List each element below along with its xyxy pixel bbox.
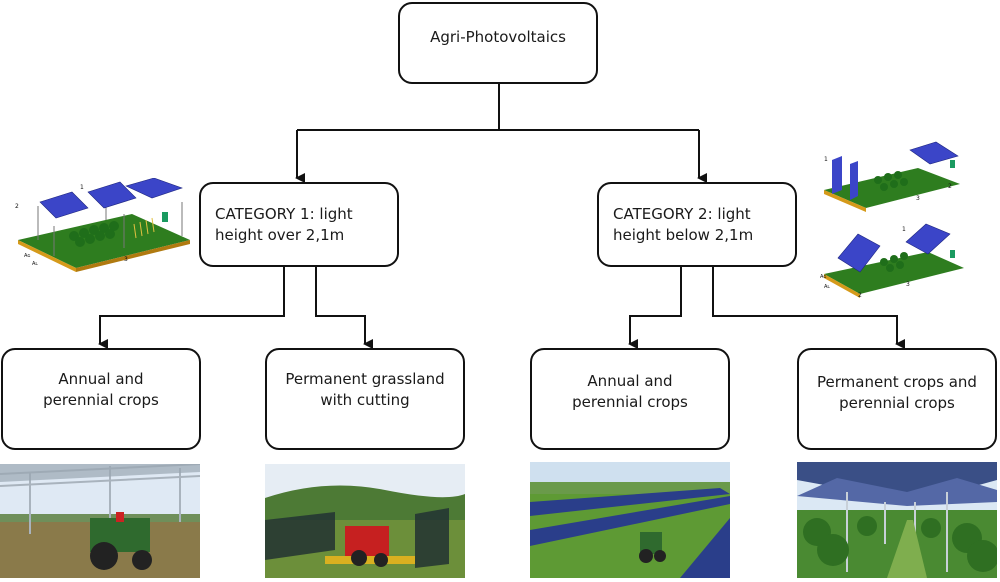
photo-tractor-low-rows: [530, 462, 730, 578]
category-2-render-vertical: 1 2 3: [824, 141, 960, 212]
render-1-label-al: Aʟ: [32, 261, 38, 267]
arrow-to-leaf-3: [628, 266, 682, 349]
render-2-label-one: 1: [824, 156, 828, 163]
leaf-2-node: Permanent grassland with cutting: [265, 348, 465, 450]
render-3-label-al: Aʟ: [824, 284, 830, 290]
arrow-to-leaf-1: [98, 266, 285, 349]
render-1-label-two: 2: [15, 203, 19, 210]
root-label: Agri-Photovoltaics: [430, 27, 566, 46]
photo-grassland-mower: [265, 464, 465, 578]
category-1-label: CATEGORY 1: light height over 2,1m: [215, 204, 353, 244]
render-3-label-two: 2: [858, 292, 862, 299]
arrow-to-leaf-4: [712, 266, 905, 349]
root-node: Agri-Photovoltaics: [398, 2, 598, 84]
render-1-label-one: 1: [80, 184, 84, 191]
leaf-3-label: Annual and perennial crops: [572, 372, 688, 411]
leaf-4-node: Permanent crops and perennial crops: [797, 348, 997, 450]
photo-tractor-high-structure: [0, 464, 200, 578]
category-2-render-tilted: 1 2 3 Aɢ Aʟ: [820, 223, 964, 299]
category-1-render: 1 2 3 Aɢ Aʟ: [15, 178, 190, 272]
render-3-label-one: 1: [902, 226, 906, 233]
leaf-3-node: Annual and perennial crops: [530, 348, 730, 450]
category-1-node: CATEGORY 1: light height over 2,1m: [199, 182, 399, 267]
render-2-label-three: 3: [916, 195, 920, 202]
arrow-to-leaf-2: [315, 266, 373, 349]
leaf-1-node: Annual and perennial crops: [1, 348, 201, 450]
render-2-label-two: 2: [948, 183, 952, 190]
leaf-4-label: Permanent crops and perennial crops: [817, 373, 977, 412]
category-2-label: CATEGORY 2: light height below 2,1m: [613, 204, 754, 244]
render-1-label-three: 3: [124, 256, 128, 263]
leaf-2-label: Permanent grassland with cutting: [285, 370, 445, 409]
photo-orchard-under-panels: [797, 462, 997, 578]
render-3-label-three: 3: [906, 281, 910, 288]
leaf-1-label: Annual and perennial crops: [43, 370, 159, 409]
category-2-node: CATEGORY 2: light height below 2,1m: [597, 182, 797, 267]
render-3-label-ag: Aɢ: [820, 274, 827, 280]
render-1-label-ag: Aɢ: [24, 253, 31, 259]
